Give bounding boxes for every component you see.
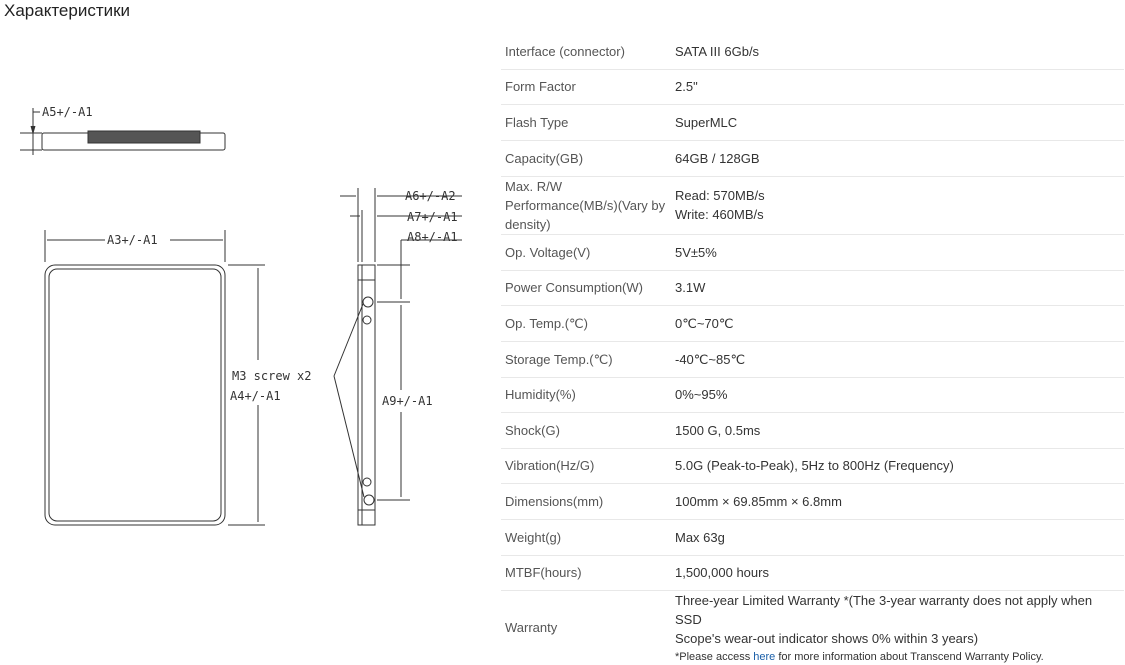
dim-label-a7: A7+/-A1 bbox=[407, 210, 458, 224]
spec-value: 1,500,000 hours bbox=[671, 555, 1124, 591]
spec-value: 0℃~70℃ bbox=[671, 305, 1124, 342]
spec-value: SuperMLC bbox=[671, 104, 1124, 141]
spec-label: Interface (connector) bbox=[501, 34, 671, 70]
spec-row: Op. Voltage(V)5V±5% bbox=[501, 234, 1124, 271]
spec-label: Power Consumption(W) bbox=[501, 270, 671, 306]
spec-value: SATA III 6Gb/s bbox=[671, 34, 1124, 70]
spec-value: Three-year Limited Warranty *(The 3-year… bbox=[671, 590, 1124, 665]
spec-row: Max. R/W Performance(MB/s)(Vary by densi… bbox=[501, 176, 1124, 235]
spec-value: 5V±5% bbox=[671, 234, 1124, 271]
spec-label: Weight(g) bbox=[501, 519, 671, 556]
spec-value: 100mm × 69.85mm × 6.8mm bbox=[671, 483, 1124, 520]
dimension-labels: A5+/-A1 A3+/-A1 M3 screw x2 A4+/-A1 A6+/… bbox=[42, 105, 458, 408]
spec-label: Op. Voltage(V) bbox=[501, 234, 671, 271]
warranty-policy-link[interactable]: here bbox=[753, 650, 776, 663]
spec-table: Interface (connector)SATA III 6Gb/s Form… bbox=[501, 34, 1124, 665]
ssd-dimension-drawing: A5+/-A1 A3+/-A1 M3 screw x2 A4+/-A1 A6+/… bbox=[20, 105, 462, 526]
warranty-note: *Please access here for more information… bbox=[675, 650, 1044, 663]
spec-row: Storage Temp.(℃)-40℃~85℃ bbox=[501, 341, 1124, 378]
spec-label: Form Factor bbox=[501, 69, 671, 105]
spec-row: Vibration(Hz/G)5.0G (Peak-to-Peak), 5Hz … bbox=[501, 448, 1124, 484]
front-view-drawing bbox=[44, 230, 265, 526]
dim-label-a4: A4+/-A1 bbox=[230, 389, 281, 403]
dim-label-a5: A5+/-A1 bbox=[42, 105, 93, 119]
spec-label: MTBF(hours) bbox=[501, 555, 671, 591]
dim-label-a8: A8+/-A1 bbox=[407, 230, 458, 244]
spec-label: Dimensions(mm) bbox=[501, 483, 671, 520]
spec-value: -40℃~85℃ bbox=[671, 341, 1124, 378]
spec-label: Humidity(%) bbox=[501, 377, 671, 413]
spec-value: 3.1W bbox=[671, 270, 1124, 306]
spec-row: MTBF(hours)1,500,000 hours bbox=[501, 555, 1124, 591]
spec-value: 0%~95% bbox=[671, 377, 1124, 413]
spec-label: Capacity(GB) bbox=[501, 140, 671, 177]
spec-value: 2.5" bbox=[671, 69, 1124, 105]
spec-label: Max. R/W Performance(MB/s)(Vary by densi… bbox=[501, 176, 671, 235]
spec-row: Weight(g)Max 63g bbox=[501, 519, 1124, 556]
spec-label: Storage Temp.(℃) bbox=[501, 341, 671, 378]
dim-label-a3: A3+/-A1 bbox=[107, 233, 158, 247]
spec-row: Humidity(%)0%~95% bbox=[501, 377, 1124, 413]
spec-value: 64GB / 128GB bbox=[671, 140, 1124, 177]
dim-label-a6: A6+/-A2 bbox=[405, 189, 456, 203]
edge-view-drawing bbox=[333, 188, 462, 526]
spec-row: Dimensions(mm)100mm × 69.85mm × 6.8mm bbox=[501, 483, 1124, 520]
spec-row: Warranty Three-year Limited Warranty *(T… bbox=[501, 590, 1124, 665]
spec-row: Interface (connector)SATA III 6Gb/s bbox=[501, 34, 1124, 70]
spec-label: Flash Type bbox=[501, 104, 671, 141]
spec-label: Vibration(Hz/G) bbox=[501, 448, 671, 484]
spec-label: Shock(G) bbox=[501, 412, 671, 449]
spec-value: Read: 570MB/s Write: 460MB/s bbox=[671, 176, 1124, 235]
spec-value: Max 63g bbox=[671, 519, 1124, 556]
spec-row: Shock(G)1500 G, 0.5ms bbox=[501, 412, 1124, 449]
spec-label: Op. Temp.(℃) bbox=[501, 305, 671, 342]
spec-label: Warranty bbox=[505, 620, 558, 635]
spec-value: 5.0G (Peak-to-Peak), 5Hz to 800Hz (Frequ… bbox=[671, 448, 1124, 484]
spec-row: Power Consumption(W)3.1W bbox=[501, 270, 1124, 306]
side-view-drawing bbox=[20, 108, 226, 155]
page-title: Характеристики bbox=[4, 1, 131, 20]
spec-row: Capacity(GB)64GB / 128GB bbox=[501, 140, 1124, 177]
dim-label-a9: A9+/-A1 bbox=[382, 394, 433, 408]
spec-value: 1500 G, 0.5ms bbox=[671, 412, 1124, 449]
spec-row: Op. Temp.(℃)0℃~70℃ bbox=[501, 305, 1124, 342]
dim-label-screw: M3 screw x2 bbox=[232, 369, 311, 383]
